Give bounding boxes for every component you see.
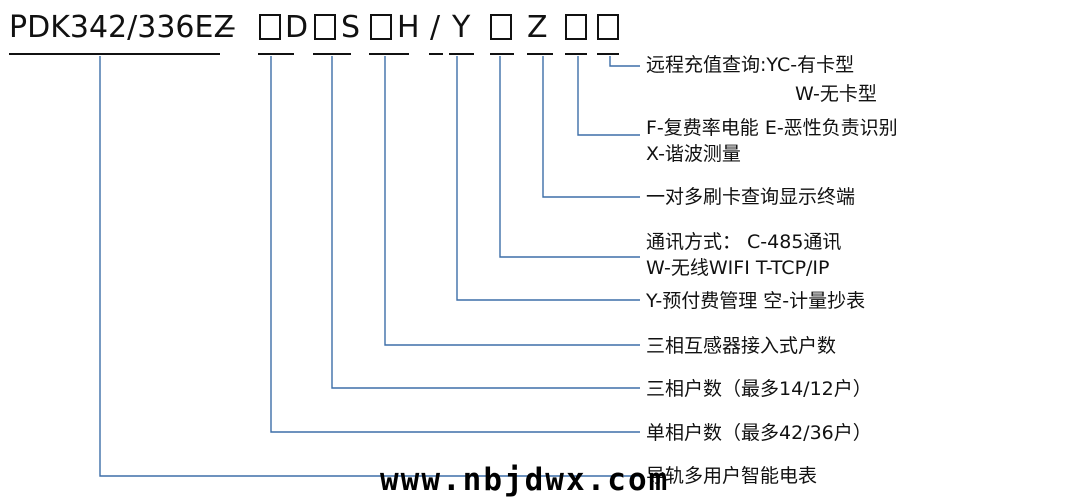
- leader-line-product: [99, 56, 640, 477]
- desc-three-phase: 三相户数（最多14/12户）: [646, 378, 872, 400]
- model-y: Y: [452, 10, 471, 45]
- box-rate: [565, 14, 587, 40]
- box-single-phase: [259, 14, 281, 40]
- desc-product: 导轨多用户智能电表: [646, 465, 818, 487]
- underline-y: [449, 53, 474, 55]
- underline-comm: [490, 53, 514, 55]
- desc-remote-query: 远程充值查询:YC-有卡型: [646, 54, 855, 76]
- underline-three: [313, 53, 351, 55]
- underline-prefix: [9, 53, 220, 55]
- desc-prepay: Y-预付费管理 空-计量抄表: [646, 290, 866, 312]
- desc-remote-query-w: W-无卡型: [795, 83, 877, 105]
- desc-single-phase: 单相户数（最多42/36户）: [646, 422, 872, 444]
- underline-rate: [565, 53, 587, 55]
- underline-single: [258, 53, 294, 55]
- desc-ct-users: 三相互感器接入式户数: [646, 335, 837, 357]
- model-z: Z: [527, 10, 548, 45]
- leader-line-ct: [384, 56, 640, 346]
- desc-harmonic: X-谐波测量: [646, 143, 741, 165]
- leader-line-terminal: [542, 56, 640, 198]
- model-prefix: PDK342/336EZ: [9, 10, 234, 45]
- underline-remote: [597, 53, 619, 55]
- desc-comm-line1: 通讯方式： C-485通讯: [646, 231, 842, 253]
- watermark: www.nbjdwx.com: [380, 462, 670, 498]
- underline-slash: [429, 53, 443, 55]
- leader-line-three-phase: [331, 56, 640, 389]
- leader-line-rate: [577, 56, 640, 136]
- model-d: D: [285, 10, 309, 45]
- box-remote: [597, 14, 619, 40]
- box-comm: [490, 14, 512, 40]
- leader-line-prepay: [456, 56, 640, 301]
- box-ct: [370, 14, 392, 40]
- underline-ct: [369, 53, 409, 55]
- leader-line-comm: [499, 56, 640, 258]
- leader-line-remote-query: [609, 56, 640, 67]
- leader-line-single-phase: [270, 56, 640, 433]
- model-h: H: [397, 10, 420, 45]
- box-three-phase: [314, 14, 336, 40]
- underline-z: [527, 53, 553, 55]
- model-s: S: [341, 10, 361, 45]
- desc-comm-line2: W-无线WIFI T-TCP/IP: [646, 257, 830, 279]
- model-dash: –: [221, 10, 236, 45]
- model-slash: /: [430, 10, 441, 45]
- desc-terminal: 一对多刷卡查询显示终端: [646, 186, 856, 208]
- desc-multi-rate: F-复费率电能 E-恶性负责识别: [646, 117, 898, 139]
